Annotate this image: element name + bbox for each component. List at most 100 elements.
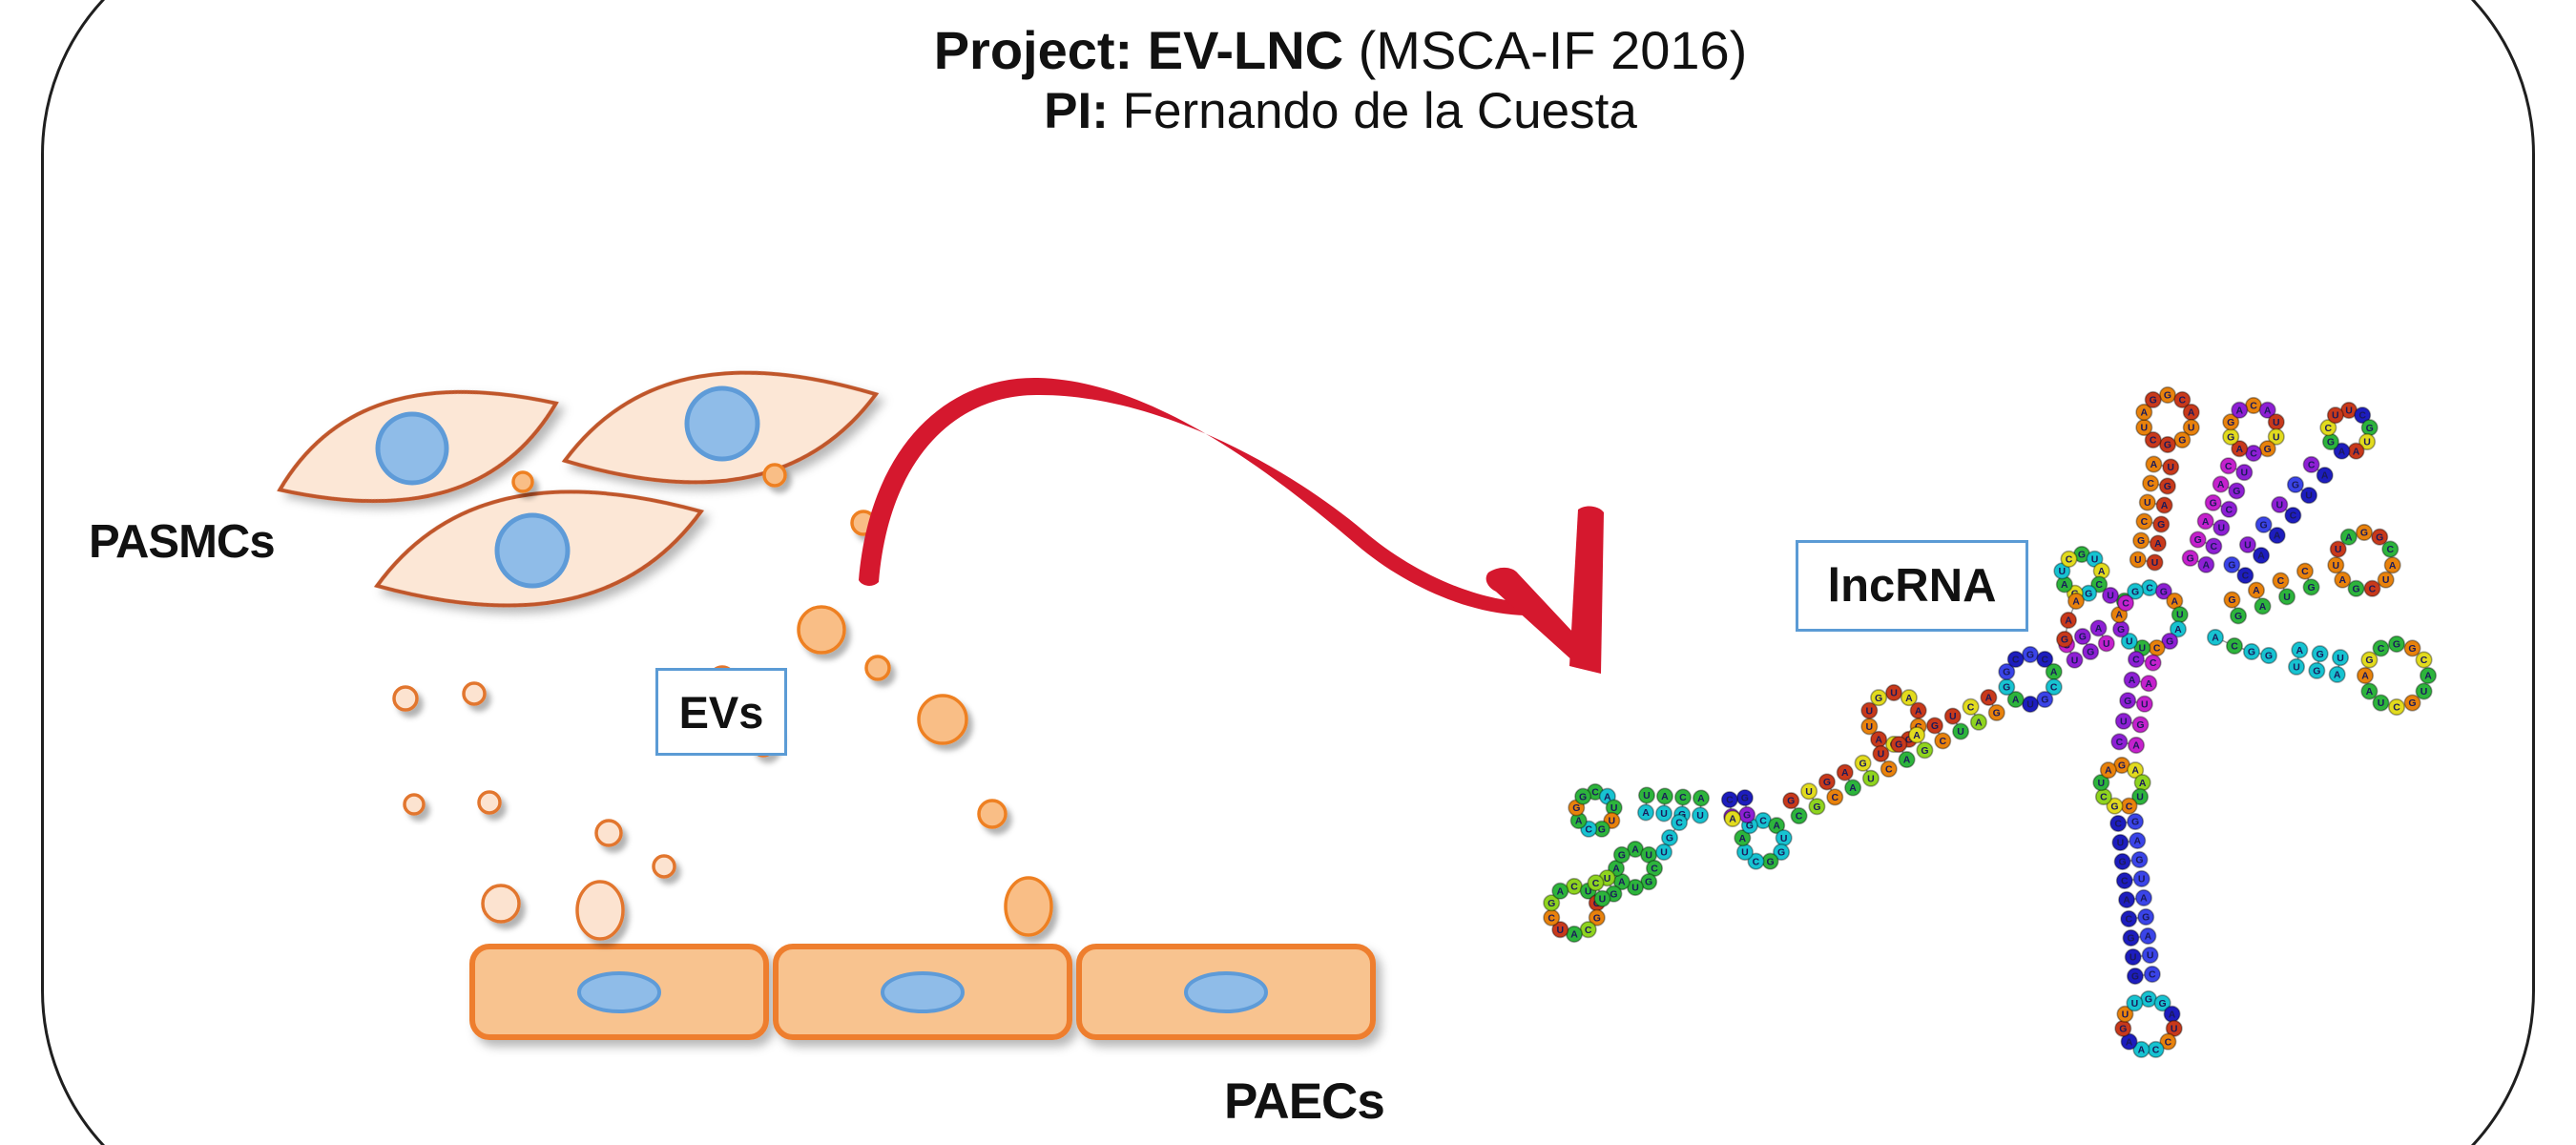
svg-text:A: A xyxy=(2012,695,2020,706)
svg-text:G: G xyxy=(2234,611,2242,622)
svg-text:A: A xyxy=(1631,844,1639,856)
svg-text:C: C xyxy=(2153,643,2161,655)
svg-text:U: U xyxy=(1696,810,1704,822)
svg-text:U: U xyxy=(2176,610,2184,621)
svg-text:G: G xyxy=(2119,1023,2127,1034)
evs-label: EVs xyxy=(678,686,764,738)
svg-text:G: G xyxy=(2393,639,2400,651)
svg-text:G: G xyxy=(1931,720,1939,732)
svg-text:A: A xyxy=(1913,730,1921,741)
svg-text:C: C xyxy=(2152,1045,2160,1056)
svg-text:C: C xyxy=(2290,510,2297,522)
svg-text:C: C xyxy=(2301,566,2309,577)
svg-text:C: C xyxy=(2308,460,2316,471)
svg-text:C: C xyxy=(2126,801,2133,812)
svg-text:G: G xyxy=(2160,586,2168,597)
svg-text:A: A xyxy=(2145,678,2152,690)
svg-text:G: G xyxy=(2227,431,2234,443)
svg-text:U: U xyxy=(2026,699,2034,711)
svg-text:G: G xyxy=(1666,833,1673,844)
svg-text:A: A xyxy=(2050,667,2058,678)
svg-text:C: C xyxy=(2012,655,2020,666)
svg-text:U: U xyxy=(2337,653,2344,664)
svg-text:G: G xyxy=(2307,582,2315,593)
svg-text:G: G xyxy=(2119,857,2127,868)
svg-text:U: U xyxy=(2103,638,2110,650)
svg-text:U: U xyxy=(1631,883,1639,894)
svg-text:A: A xyxy=(2133,836,2141,847)
svg-text:G: G xyxy=(2159,998,2167,1010)
svg-text:G: G xyxy=(2041,695,2048,706)
svg-text:U: U xyxy=(2420,686,2428,697)
pasmcs-label: PASMCs xyxy=(89,516,276,568)
svg-text:U: U xyxy=(2171,1023,2178,1034)
svg-text:C: C xyxy=(1585,925,1592,936)
svg-text:G: G xyxy=(2228,560,2235,572)
svg-text:C: C xyxy=(2250,401,2257,412)
svg-text:G: G xyxy=(1993,707,2001,718)
svg-text:C: C xyxy=(2369,583,2377,594)
svg-text:U: U xyxy=(1890,688,1898,699)
svg-text:U: U xyxy=(1604,873,1611,885)
svg-text:C: C xyxy=(1915,721,1922,733)
svg-text:C: C xyxy=(2393,702,2400,714)
svg-text:C: C xyxy=(2095,579,2103,591)
svg-text:U: U xyxy=(1741,847,1749,859)
svg-text:A: A xyxy=(2338,446,2346,457)
svg-text:A: A xyxy=(2274,531,2281,542)
svg-text:A: A xyxy=(2188,407,2195,419)
svg-text:G: G xyxy=(2131,586,2139,597)
svg-text:A: A xyxy=(1985,693,1993,704)
svg-text:A: A xyxy=(2253,585,2260,596)
svg-text:A: A xyxy=(2321,470,2329,482)
svg-text:U: U xyxy=(2283,592,2291,603)
svg-text:G: G xyxy=(2360,528,2368,539)
svg-text:C: C xyxy=(1753,856,1760,867)
svg-text:A: A xyxy=(1697,793,1705,804)
svg-text:C: C xyxy=(2141,516,2149,528)
svg-text:G: G xyxy=(2352,583,2359,594)
svg-text:C: C xyxy=(2178,395,2186,406)
svg-text:U: U xyxy=(1557,925,1565,936)
svg-text:U: U xyxy=(2273,417,2280,428)
svg-text:C: C xyxy=(1651,864,1658,875)
svg-text:G: G xyxy=(1743,810,1751,822)
pasmc-cells xyxy=(277,370,880,608)
svg-text:G: G xyxy=(2124,696,2131,707)
svg-text:U: U xyxy=(1878,749,1885,760)
svg-text:A: A xyxy=(2154,538,2162,550)
svg-text:U: U xyxy=(2293,661,2300,673)
svg-text:G: G xyxy=(1895,739,1902,751)
svg-text:G: G xyxy=(1746,821,1754,832)
svg-text:U: U xyxy=(2140,423,2148,434)
svg-text:U: U xyxy=(2136,792,2144,803)
svg-text:A: A xyxy=(2105,765,2112,777)
svg-text:A: A xyxy=(2236,444,2244,455)
svg-text:G: G xyxy=(2228,594,2235,606)
svg-text:C: C xyxy=(2358,410,2366,422)
svg-text:A: A xyxy=(2129,675,2136,686)
svg-text:U: U xyxy=(1645,849,1652,861)
svg-text:C: C xyxy=(2211,541,2218,552)
svg-text:U: U xyxy=(2241,468,2249,479)
svg-text:U: U xyxy=(2332,410,2339,422)
svg-text:A: A xyxy=(1915,705,1922,717)
svg-text:C: C xyxy=(2277,575,2285,587)
title-block: Project: EV-LNC (MSCA-IF 2016) PI: Ferna… xyxy=(934,19,1748,141)
svg-text:G: G xyxy=(2164,481,2171,492)
svg-text:G: G xyxy=(2408,697,2416,709)
svg-text:A: A xyxy=(1642,807,1650,819)
svg-text:G: G xyxy=(1579,791,1587,802)
svg-text:A: A xyxy=(2203,559,2211,571)
svg-text:G: G xyxy=(1905,734,1913,745)
svg-text:A: A xyxy=(2138,1045,2146,1056)
slide-rounded-frame xyxy=(41,0,2535,1145)
svg-text:G: G xyxy=(2085,588,2092,599)
svg-text:A: A xyxy=(2139,778,2147,789)
svg-text:G: G xyxy=(1859,758,1866,769)
svg-text:U: U xyxy=(1660,808,1668,820)
transfer-arrow xyxy=(859,377,1604,674)
svg-text:A: A xyxy=(2098,566,2106,577)
svg-text:G: G xyxy=(2127,933,2134,945)
svg-text:U: U xyxy=(2107,591,2114,602)
